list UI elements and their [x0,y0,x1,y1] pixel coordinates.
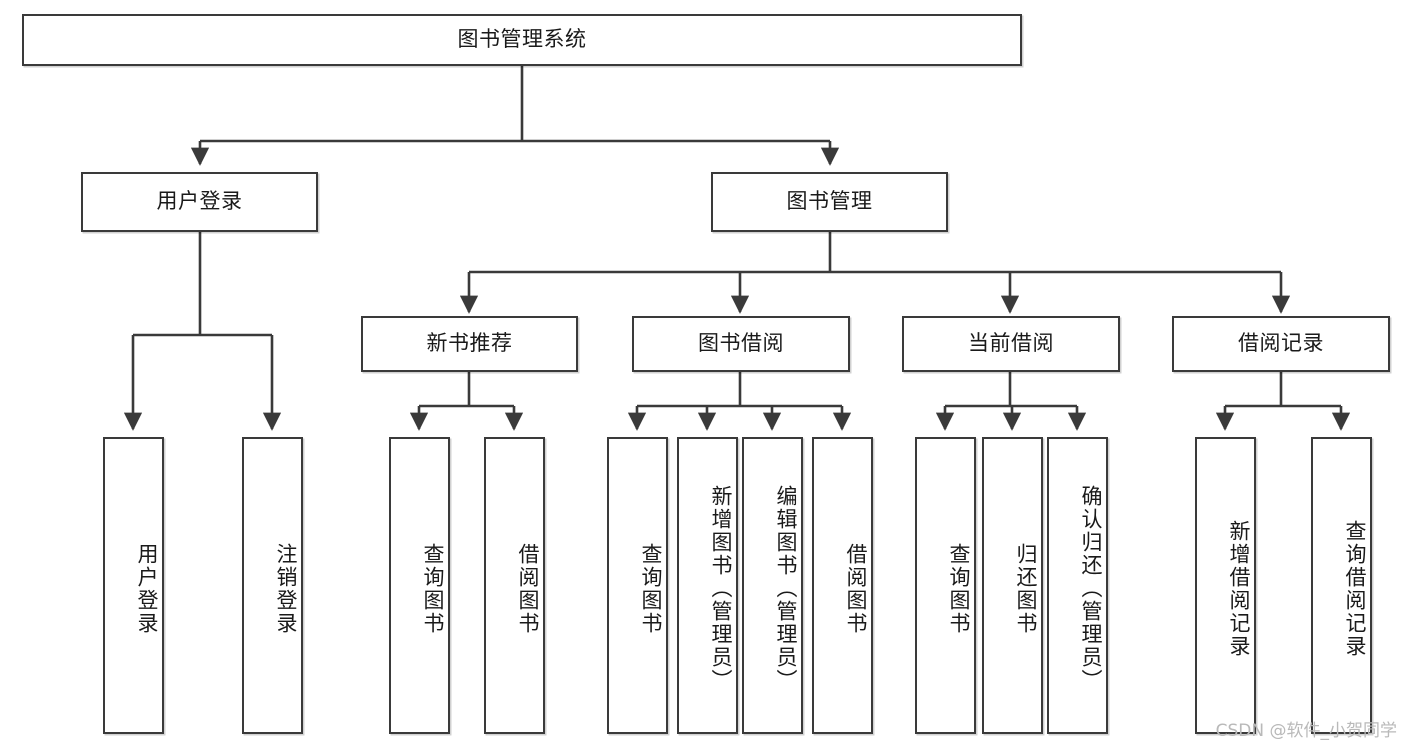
node-user-login-label: 用户登录 [156,189,243,214]
node-leaf-user-login-label: 用户登录 [135,542,159,635]
node-leaf-user-login[interactable]: 用户登录 [103,437,164,734]
node-leaf-edit-book[interactable]: 编辑图书（管理员） [742,437,803,734]
node-leaf-edit-book-label: 编辑图书（管理员） [774,485,798,692]
node-root[interactable]: 图书管理系统 [22,14,1022,66]
node-leaf-add-book[interactable]: 新增图书（管理员） [677,437,738,734]
node-book-borrow-label: 图书借阅 [698,331,784,356]
node-leaf-logout[interactable]: 注销登录 [242,437,303,734]
node-leaf-add-book-label: 新增图书（管理员） [709,485,733,692]
node-leaf-return-book-label: 归还图书 [1014,542,1038,635]
node-leaf-confirm-return[interactable]: 确认归还（管理员） [1047,437,1108,734]
node-new-book-recommend[interactable]: 新书推荐 [361,316,578,372]
node-leaf-return-book[interactable]: 归还图书 [982,437,1043,734]
node-leaf-add-record[interactable]: 新增借阅记录 [1195,437,1256,734]
node-leaf-query-book-1[interactable]: 查询图书 [389,437,450,734]
node-leaf-borrow-book-2[interactable]: 借阅图书 [812,437,873,734]
node-leaf-query-book-2[interactable]: 查询图书 [607,437,668,734]
node-book-management[interactable]: 图书管理 [711,172,948,232]
node-current-borrow[interactable]: 当前借阅 [902,316,1120,372]
node-book-borrow[interactable]: 图书借阅 [632,316,850,372]
node-leaf-query-record-label: 查询借阅记录 [1343,519,1367,658]
node-new-book-recommend-label: 新书推荐 [426,331,513,356]
node-leaf-logout-label: 注销登录 [274,542,298,635]
node-leaf-query-book-3-label: 查询图书 [947,542,971,635]
node-leaf-query-book-3[interactable]: 查询图书 [915,437,976,734]
node-borrow-record[interactable]: 借阅记录 [1172,316,1390,372]
node-borrow-record-label: 借阅记录 [1238,331,1324,356]
node-leaf-borrow-book-1-label: 借阅图书 [516,542,540,635]
node-user-login[interactable]: 用户登录 [81,172,318,232]
node-leaf-query-record[interactable]: 查询借阅记录 [1311,437,1372,734]
watermark-text: CSDN @软件_小贺同学 [1215,721,1397,741]
node-book-management-label: 图书管理 [786,189,873,214]
node-leaf-query-book-1-label: 查询图书 [421,542,445,635]
node-leaf-borrow-book-1[interactable]: 借阅图书 [484,437,545,734]
node-leaf-add-record-label: 新增借阅记录 [1227,519,1251,658]
node-leaf-query-book-2-label: 查询图书 [639,542,663,635]
node-root-label: 图书管理系统 [457,27,587,52]
node-leaf-borrow-book-2-label: 借阅图书 [844,542,868,635]
node-current-borrow-label: 当前借阅 [968,331,1054,356]
node-leaf-confirm-return-label: 确认归还（管理员） [1079,485,1103,692]
